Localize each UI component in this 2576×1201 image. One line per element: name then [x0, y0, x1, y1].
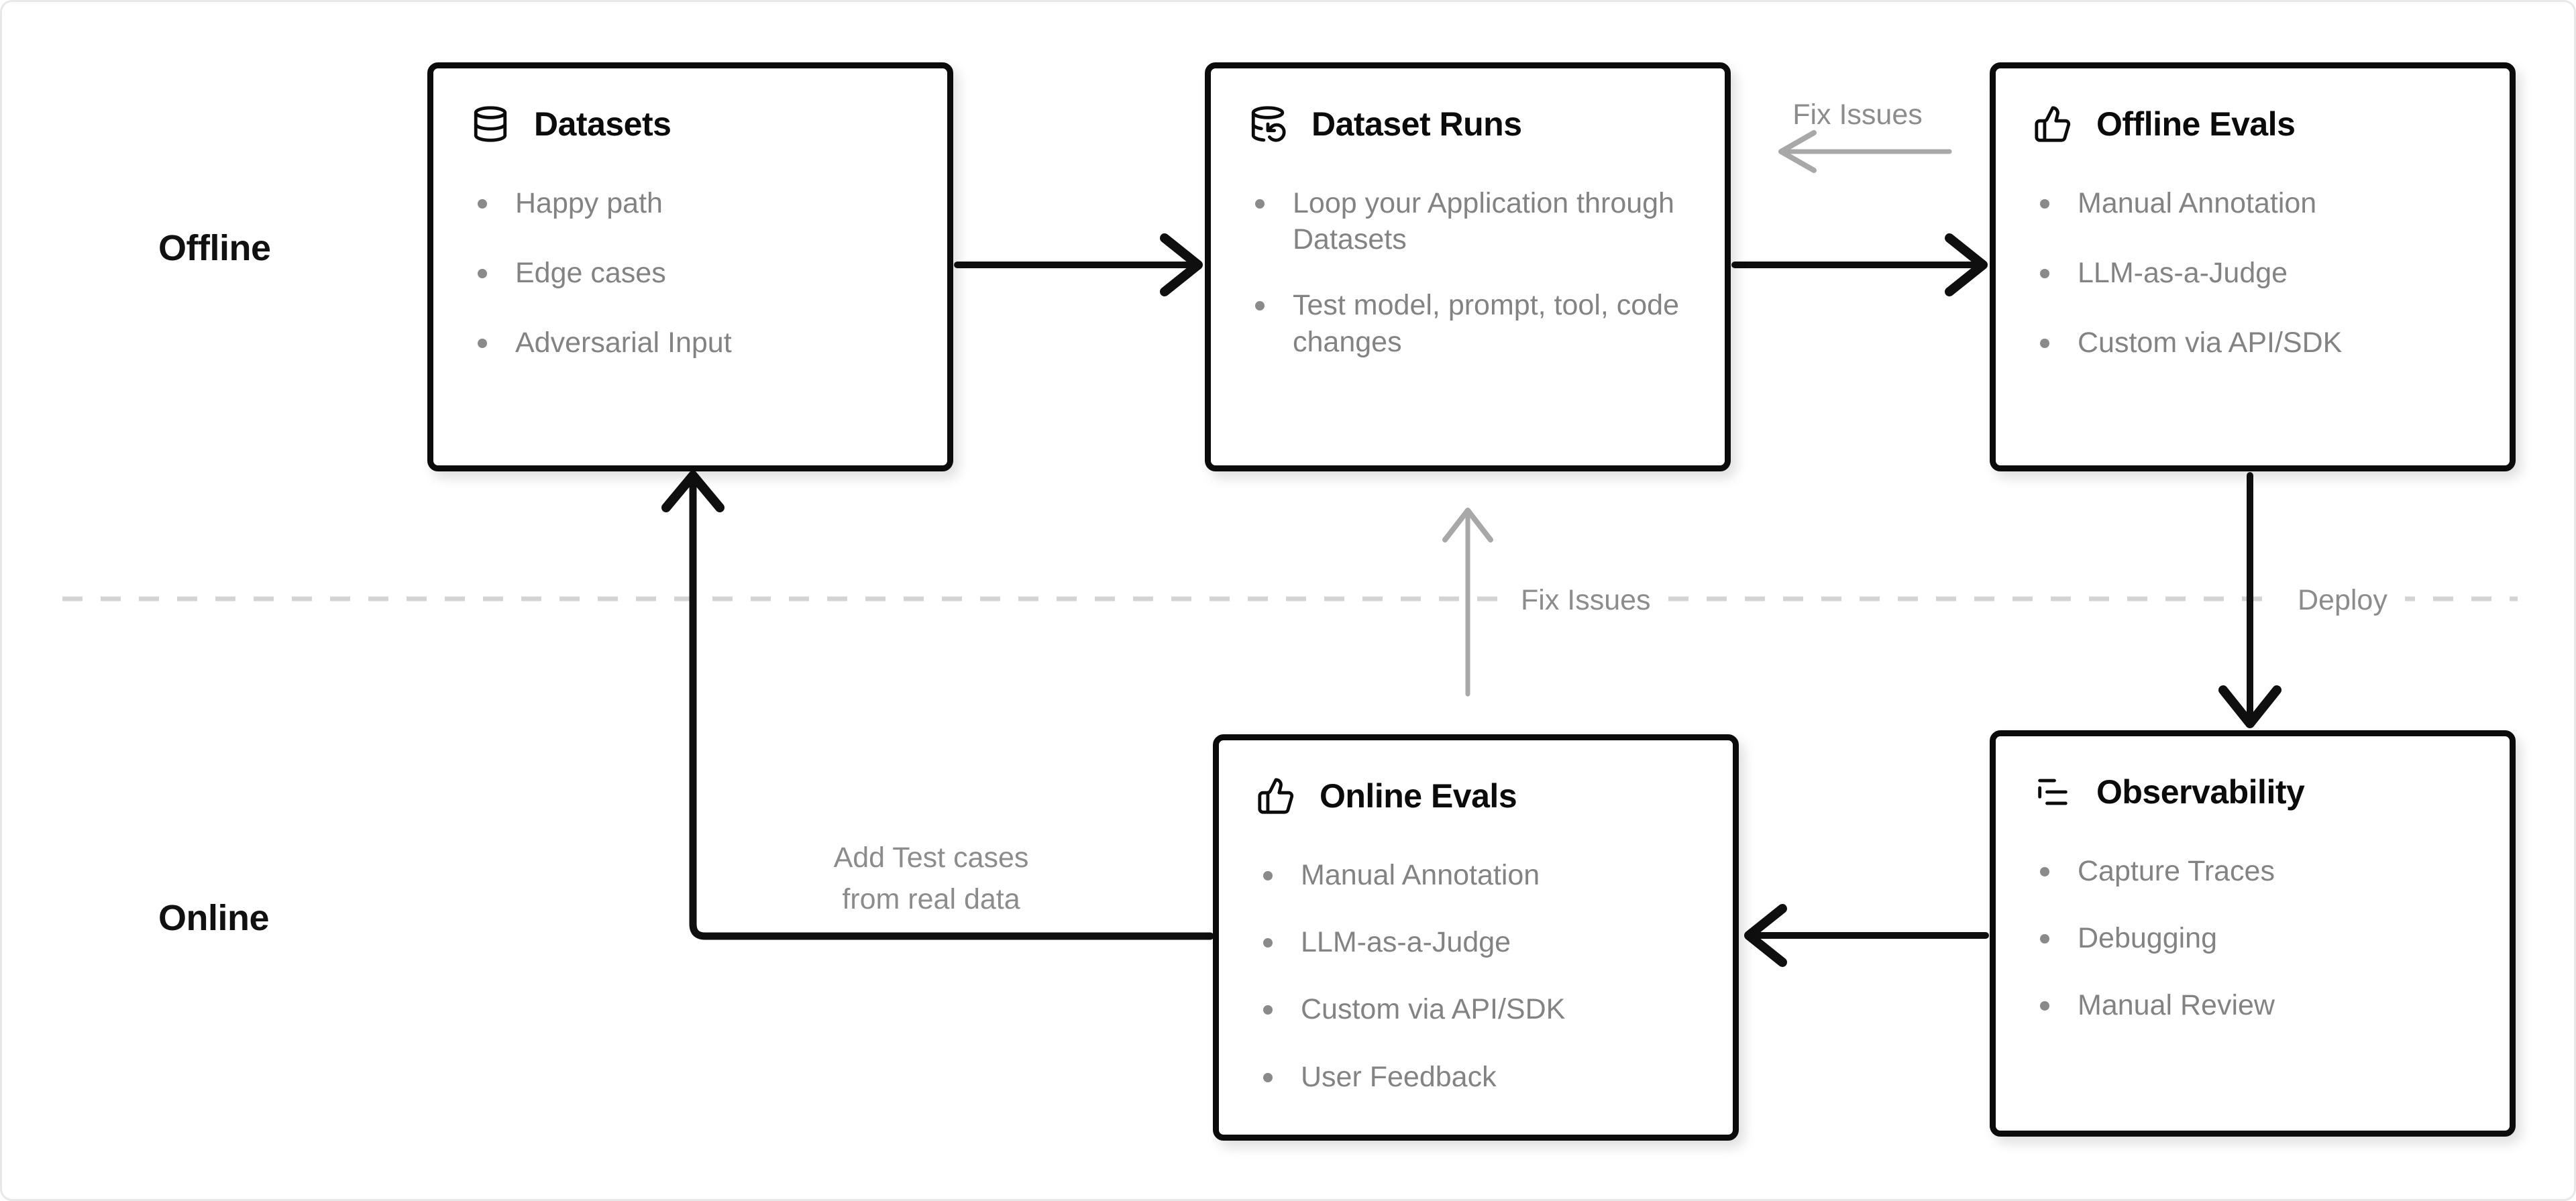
section-label-online: Online	[158, 898, 270, 938]
dataset-runs-box: Dataset Runs Loop your Application throu…	[1205, 62, 1731, 471]
observability-title: Observability	[2096, 773, 2305, 811]
list-item: Loop your Application through Datasets	[1254, 185, 1685, 258]
add-test-cases-line2: from real data	[842, 883, 1020, 915]
arrow-offline-evals-to-observability	[2218, 472, 2282, 728]
list-item: Manual Annotation	[2039, 185, 2472, 221]
list-item: Manual Review	[2039, 987, 2472, 1023]
arrow-fix-issues-middle	[1442, 508, 1493, 697]
online-evals-box: Online Evals Manual Annotation LLM-as-a-…	[1213, 734, 1739, 1141]
list-item: Manual Annotation	[1262, 857, 1695, 893]
list-item: Custom via API/SDK	[2039, 325, 2472, 361]
observability-list: Capture Traces Debugging Manual Review	[2033, 853, 2472, 1024]
database-refresh-icon	[1251, 106, 1286, 142]
datasets-box: Datasets Happy path Edge cases Adversari…	[427, 62, 953, 471]
offline-evals-title: Offline Evals	[2096, 105, 2296, 143]
offline-evals-box: Offline Evals Manual Annotation LLM-as-a…	[1990, 62, 2516, 471]
add-test-cases-line1: Add Test cases	[833, 842, 1029, 874]
offline-evals-header: Offline Evals	[2033, 105, 2472, 144]
list-item: Test model, prompt, tool, code changes	[1254, 287, 1685, 359]
arrow-datasets-to-dataset-runs	[954, 233, 1203, 296]
online-evals-header: Online Evals	[1256, 777, 1695, 815]
list-item: User Feedback	[1262, 1059, 1695, 1095]
deploy-label: Deploy	[2280, 580, 2405, 620]
arrow-online-evals-to-datasets	[661, 471, 1214, 940]
dataset-runs-title: Dataset Runs	[1311, 105, 1522, 143]
observability-header: Observability	[2033, 773, 2472, 811]
list-item: Capture Traces	[2039, 853, 2472, 889]
thumbs-up-icon	[1258, 778, 1294, 814]
list-item: LLM-as-a-Judge	[2039, 255, 2472, 291]
list-item: LLM-as-a-Judge	[1262, 924, 1695, 960]
list-item: Edge cases	[476, 255, 910, 291]
section-label-offline: Offline	[158, 228, 271, 268]
list-item: Adversarial Input	[476, 325, 910, 361]
add-test-cases-label: Add Test cases from real data	[730, 837, 1132, 920]
trace-list-icon	[2038, 779, 2068, 805]
online-evals-title: Online Evals	[1320, 777, 1517, 815]
list-item: Debugging	[2039, 920, 2472, 956]
datasets-header: Datasets	[471, 105, 910, 144]
datasets-list: Happy path Edge cases Adversarial Input	[471, 185, 910, 361]
fix-issues-top-label: Fix Issues	[1792, 99, 1923, 131]
arrow-dataset-runs-to-offline-evals	[1731, 233, 1988, 296]
list-item: Custom via API/SDK	[1262, 991, 1695, 1027]
dataset-runs-list: Loop your Application through Datasets T…	[1248, 185, 1687, 360]
arrow-fix-issues-top	[1778, 130, 1952, 173]
online-evals-list: Manual Annotation LLM-as-a-Judge Custom …	[1256, 857, 1695, 1095]
arrow-observability-to-online-evals	[1744, 904, 1989, 967]
dataset-runs-header: Dataset Runs	[1248, 105, 1687, 144]
observability-box: Observability Capture Traces Debugging M…	[1990, 730, 2516, 1137]
database-icon	[474, 106, 507, 142]
fix-issues-middle-label: Fix Issues	[1503, 580, 1668, 620]
thumbs-up-icon	[2035, 106, 2071, 142]
offline-evals-list: Manual Annotation LLM-as-a-Judge Custom …	[2033, 185, 2472, 361]
datasets-title: Datasets	[534, 105, 672, 143]
list-item: Happy path	[476, 185, 910, 221]
